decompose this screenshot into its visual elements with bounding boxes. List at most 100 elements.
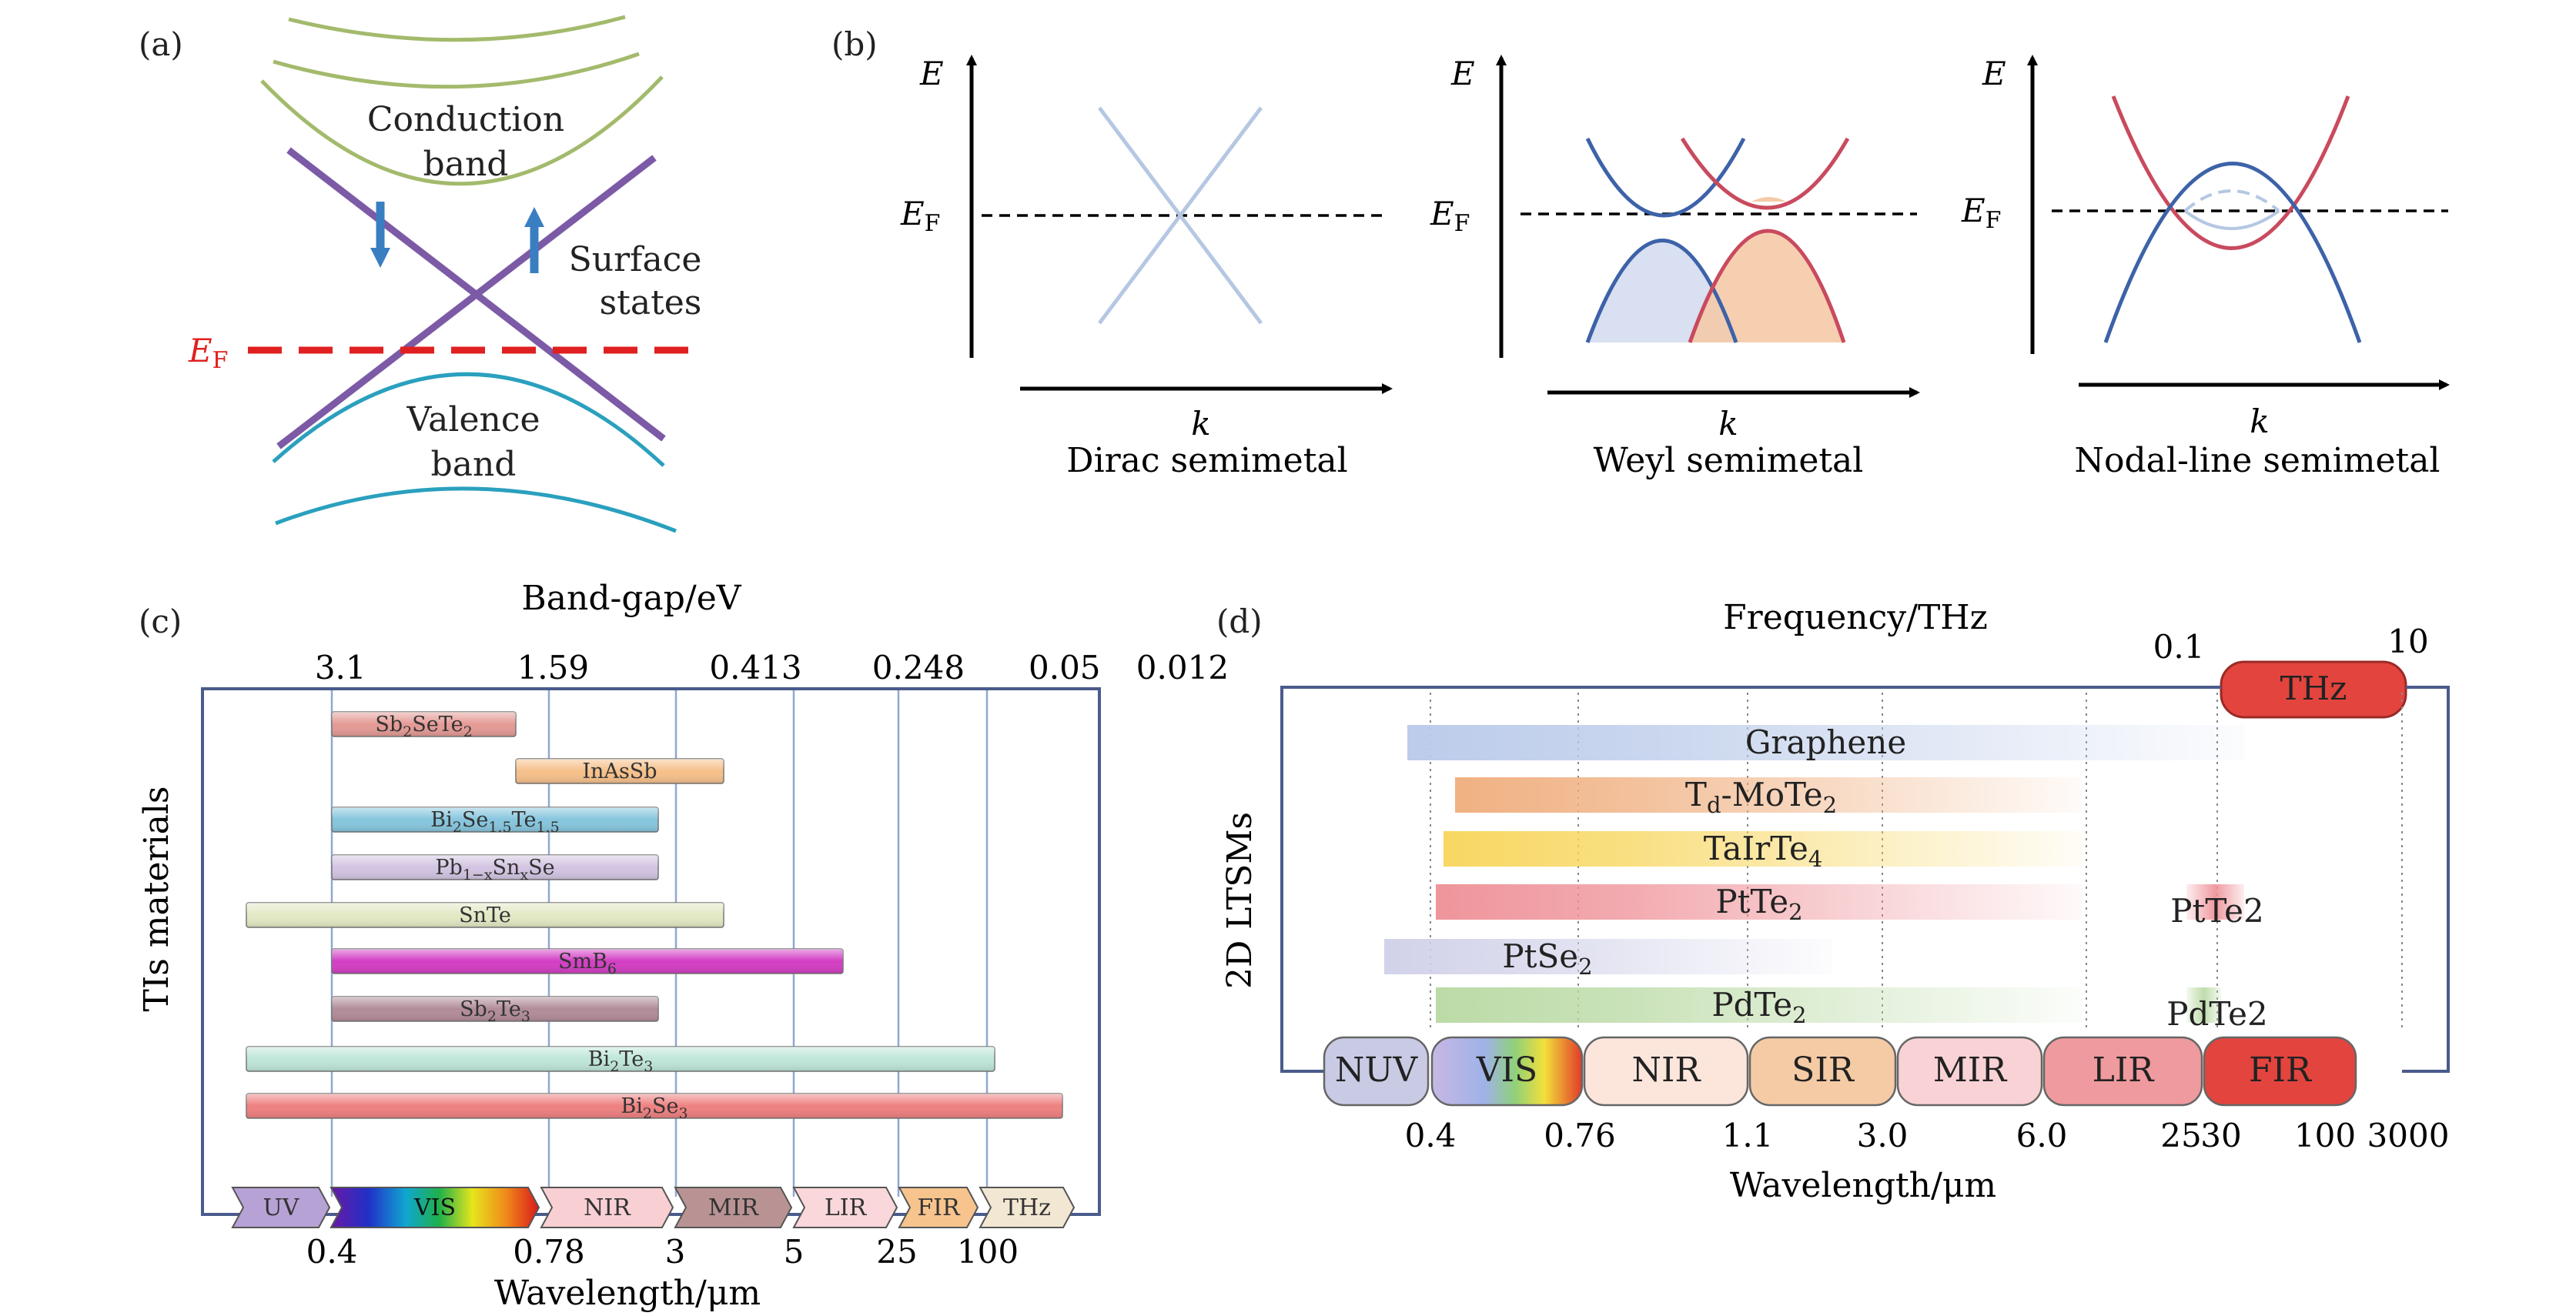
spectrum-segment-mir: MIR [674,1187,793,1228]
surface-states-label-1: Surface [569,240,702,279]
valence-band-curve-1 [272,372,665,467]
ltsm-label: TaIrTe4 [1704,830,1823,872]
ltsm-bar-tdmote2: Td-MoTe2 [1455,776,2083,818]
panel-b-label: (b) [831,25,878,63]
material-bar-label: Sb2Te3 [460,997,530,1025]
nodal-e-label: E [1982,55,2006,92]
band-box-label: FIR [2249,1050,2313,1090]
panel-c-y-title: TIs materials [137,787,176,1012]
nodal-red-band [2111,95,2350,250]
nodal-light-loop-upper [2183,189,2280,212]
material-bar-snte: SnTe [246,902,724,928]
band-box-label: VIS [1476,1050,1537,1090]
dirac-band-2 [1098,106,1263,325]
band-box-sir: SIR [1748,1036,1897,1107]
weyl-ef-label: EF [1430,195,1470,237]
material-bar-bi2te3: Bi2Te3 [246,1046,995,1075]
spectrum-label: VIS [413,1194,456,1221]
band-box-label: SIR [1791,1050,1855,1090]
valence-band-label-2: band [431,445,517,484]
surface-states-label-2: states [600,283,702,322]
panel-d-y-title: 2D LTSMs [1220,812,1260,989]
nodal-title: Nodal-line semimetal [2075,441,2441,480]
panel-d-wavelength-tick: 0.4 [1405,1117,1457,1154]
panel-c-top-tick: 0.05 [1029,649,1101,686]
spectrum-label: MIR [708,1194,760,1221]
weyl-plot: E EF k Weyl semimetal [1430,55,1920,480]
panel-c-top-tick: 0.248 [872,649,965,686]
panel-c-x-title: Wavelength/μm [494,1274,761,1313]
weyl-orange-top-fill [1751,197,1786,202]
ltsm-label: Td-MoTe2 [1685,776,1837,818]
spectrum-segment-nir: NIR [540,1187,674,1228]
material-bar-pb1xsnxse: Pb1−xSnxSe [331,854,659,883]
weyl-title: Weyl semimetal [1594,441,1864,480]
material-bar-label: Bi2Se1.5Te1.5 [430,808,559,836]
panel-d-freq-tick-0: 0.1 [2153,628,2205,666]
valence-band-label-1: Valence [406,400,540,439]
ltsm-label: PdTe2 [1711,986,1806,1028]
panel-c-bottom-tick: 100 [957,1233,1019,1271]
ltsm-label: PtSe2 [1502,937,1592,980]
dirac-title: Dirac semimetal [1066,441,1347,480]
ltsm-label: PtTe2 [1715,883,1802,925]
dirac-plot: E EF k Dirac semimetal [900,55,1393,480]
weyl-blue-upper [1585,137,1746,218]
panel-d-wavelength-tick: 3.0 [1857,1117,1909,1154]
spectrum-label: UV [263,1194,300,1221]
weyl-e-label: E [1450,55,1475,92]
panel-c-label: (c) [139,603,182,640]
material-bar-label: Bi2Te3 [588,1047,654,1075]
spectrum-label: LIR [825,1194,868,1221]
material-bar-smb6: SmB6 [331,948,844,977]
band-box-fir: FIR [2203,1036,2357,1107]
conduction-band-curve-3 [260,75,664,186]
material-bar-label: Pb1−xSnxSe [435,856,554,883]
panel-d-x-title: Wavelength/μm [1730,1166,1996,1205]
panel-c-bottom-tick: 3 [665,1233,686,1271]
spectrum-segment-lir: LIR [792,1187,898,1228]
nodal-ef-label: EF [1961,192,2002,234]
nodal-light-loop-lower [2183,209,2280,230]
nodal-line-plot: E EF k Nodal-line semimetal [1961,55,2450,480]
nodal-k-label: k [2250,402,2269,440]
panel-d-frame [1280,686,2450,1073]
panel-d-wavelength-tick: 6.0 [2016,1117,2068,1154]
weyl-k-label: k [1718,405,1738,443]
material-bar-inassb: InAsSb [515,758,724,784]
panel-d-wavelength-tick: 3000 [2367,1117,2450,1154]
ltsm-extra-label: PdTe2 [2166,995,2267,1033]
band-box-label: MIR [1933,1050,2008,1090]
panel-c-spectrum-strip: UV VIS NIR MIR LIR FIR THz [231,1187,1076,1228]
spectrum-label: THz [1003,1194,1051,1221]
ltsm-bar-graphene: Graphene [1407,723,2244,761]
panel-d: (d) Frequency/THz 0.1 10 THz 2D LTSMs Gr… [1216,598,2450,1205]
dirac-e-label: E [919,55,944,92]
panel-b: (b) E EF k Dirac semimetal E EF [831,25,2450,480]
band-box-label: NIR [1631,1050,1701,1090]
panel-a-label: (a) [139,25,183,63]
dirac-ef-label: EF [900,195,941,237]
spectrum-segment-vis: VIS [330,1187,540,1228]
conduction-band-curve-2 [273,52,640,89]
spectrum-label: FIR [917,1194,961,1221]
ltsm-bar-tairte4: TaIrTe4 [1444,830,2083,872]
material-bar-label: InAsSb [582,760,657,783]
material-bar-label: Bi2Se3 [621,1094,687,1122]
material-bar-sb2sete2: Sb2SeTe2 [331,711,517,740]
panel-c-bottom-tick: 5 [784,1233,805,1271]
panel-d-wavelength-tick: 100 [2294,1117,2356,1154]
spectrum-segment-uv: UV [231,1187,331,1228]
ltsm-bar-pdte2: PdTe2 PdTe2 [1436,986,2268,1033]
ltsm-bar-ptse2: PtSe2 [1384,937,1832,980]
nodal-blue-band [2103,162,2362,343]
weyl-blue-lower [1585,239,1738,343]
panel-d-label: (d) [1216,603,1263,640]
panel-c-top-tick: 0.012 [1136,649,1229,686]
band-box-nuv: NUV [1323,1036,1430,1107]
